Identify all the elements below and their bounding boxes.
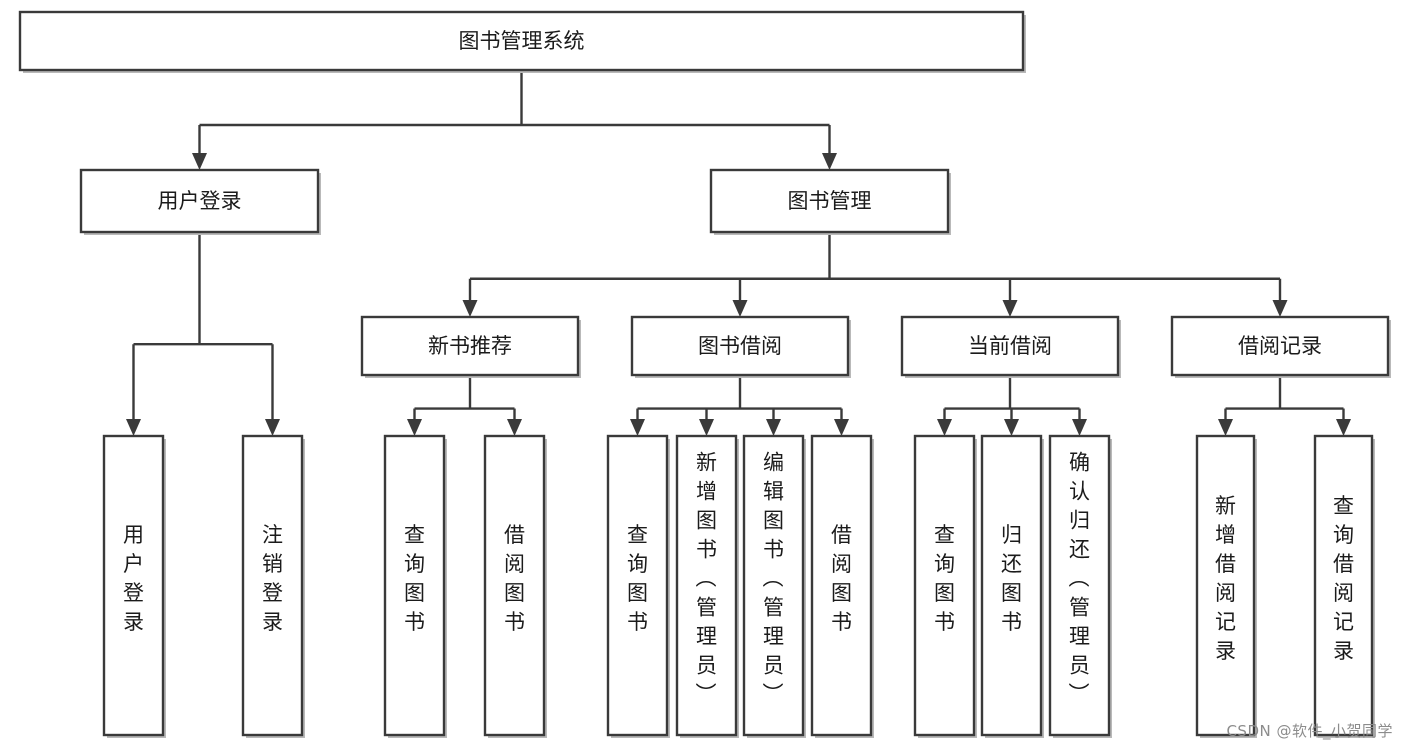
node-box	[742, 434, 805, 737]
node-box	[810, 434, 873, 737]
node-label: 借阅图书	[504, 523, 525, 634]
node-leaf-user-login[interactable]: 用户登录	[102, 434, 166, 738]
edge-group-new-book-rec	[407, 375, 522, 436]
node-label: 新书推荐	[428, 334, 512, 358]
node-leaf-logout[interactable]: 注销登录	[241, 434, 305, 738]
node-label: 当前借阅	[968, 334, 1052, 358]
node-box	[1313, 434, 1374, 737]
edge-group-borrow-record	[1218, 375, 1351, 436]
arrow-head-icon	[630, 419, 645, 436]
arrow-head-icon	[462, 300, 478, 317]
node-box	[1048, 434, 1111, 737]
node-leaf-confirm-return[interactable]: 确认归还（管理员）	[1048, 434, 1112, 738]
node-box	[630, 315, 850, 377]
node-box	[900, 315, 1120, 377]
node-box	[606, 434, 669, 737]
watermark-label: CSDN @软件_小贺同学	[1226, 722, 1393, 740]
node-label: 用户登录	[123, 523, 144, 634]
node-leaf-query-book-1[interactable]: 查询图书	[383, 434, 447, 738]
node-label: 确认归还（管理员）	[1069, 451, 1091, 707]
node-book-borrow[interactable]: 图书借阅	[630, 315, 851, 378]
arrow-head-icon	[1272, 300, 1288, 317]
edge-group-current-borrow	[937, 375, 1087, 436]
arrow-head-icon	[822, 153, 837, 170]
node-label: 用户登录	[158, 189, 242, 213]
node-box	[675, 434, 738, 737]
node-label: 查询图书	[404, 523, 425, 634]
node-leaf-edit-book[interactable]: 编辑图书（管理员）	[742, 434, 806, 738]
arrow-head-icon	[1218, 419, 1233, 436]
node-label: 注销登录	[262, 523, 283, 634]
arrow-head-icon	[766, 419, 781, 436]
node-label: 查询图书	[627, 523, 648, 634]
node-leaf-return-book[interactable]: 归还图书	[980, 434, 1044, 738]
node-layer: 图书管理系统用户登录图书管理新书推荐图书借阅当前借阅借阅记录用户登录注销登录查询…	[18, 10, 1391, 738]
arrow-head-icon	[1072, 419, 1087, 436]
node-book-manage[interactable]: 图书管理	[709, 168, 951, 235]
arrow-head-icon	[126, 419, 141, 436]
node-box	[913, 434, 976, 737]
arrow-head-icon	[1002, 300, 1018, 317]
node-box	[102, 434, 165, 737]
node-root[interactable]: 图书管理系统	[18, 10, 1026, 73]
node-user-login[interactable]: 用户登录	[79, 168, 321, 235]
edge-group-book-manage	[462, 232, 1288, 317]
node-box	[1170, 315, 1390, 377]
node-new-book-rec[interactable]: 新书推荐	[360, 315, 581, 378]
arrow-head-icon	[192, 153, 207, 170]
arrow-head-icon	[699, 419, 714, 436]
node-leaf-query-book-3[interactable]: 查询图书	[913, 434, 977, 738]
node-box	[360, 315, 580, 377]
node-leaf-borrow-book-2[interactable]: 借阅图书	[810, 434, 874, 738]
node-leaf-add-record[interactable]: 新增借阅记录	[1195, 434, 1257, 738]
node-label: 图书借阅	[698, 334, 782, 358]
node-box	[383, 434, 446, 737]
node-box	[241, 434, 304, 737]
arrow-head-icon	[834, 419, 849, 436]
arrow-head-icon	[265, 419, 280, 436]
node-label: 查询借阅记录	[1333, 494, 1354, 663]
node-leaf-borrow-book-1[interactable]: 借阅图书	[483, 434, 547, 738]
arrow-head-icon	[1336, 419, 1351, 436]
node-box	[483, 434, 546, 737]
arrow-head-icon	[507, 419, 522, 436]
node-label: 借阅图书	[831, 523, 852, 634]
arrow-head-icon	[937, 419, 952, 436]
node-leaf-query-book-2[interactable]: 查询图书	[606, 434, 670, 738]
node-label: 新增借阅记录	[1215, 494, 1236, 663]
node-label: 图书管理系统	[459, 29, 585, 53]
arrow-head-icon	[407, 419, 422, 436]
node-box	[18, 10, 1025, 72]
node-label: 归还图书	[1001, 523, 1022, 634]
node-label: 编辑图书（管理员）	[763, 451, 785, 707]
edge-group-user-login	[126, 232, 280, 436]
edge-group-root	[192, 70, 837, 170]
node-box	[709, 168, 950, 234]
node-box	[980, 434, 1043, 737]
arrow-head-icon	[732, 300, 748, 317]
node-box	[79, 168, 320, 234]
node-label: 查询图书	[934, 523, 955, 634]
node-leaf-query-record[interactable]: 查询借阅记录	[1313, 434, 1375, 738]
node-box	[1195, 434, 1256, 737]
node-label: 图书管理	[788, 189, 872, 213]
arrow-head-icon	[1004, 419, 1019, 436]
node-label: 新增图书（管理员）	[696, 451, 718, 707]
edge-group-book-borrow	[630, 375, 849, 436]
node-current-borrow[interactable]: 当前借阅	[900, 315, 1121, 378]
node-leaf-add-book[interactable]: 新增图书（管理员）	[675, 434, 739, 738]
node-borrow-record[interactable]: 借阅记录	[1170, 315, 1391, 378]
node-label: 借阅记录	[1238, 334, 1322, 358]
edge-layer	[126, 70, 1351, 436]
